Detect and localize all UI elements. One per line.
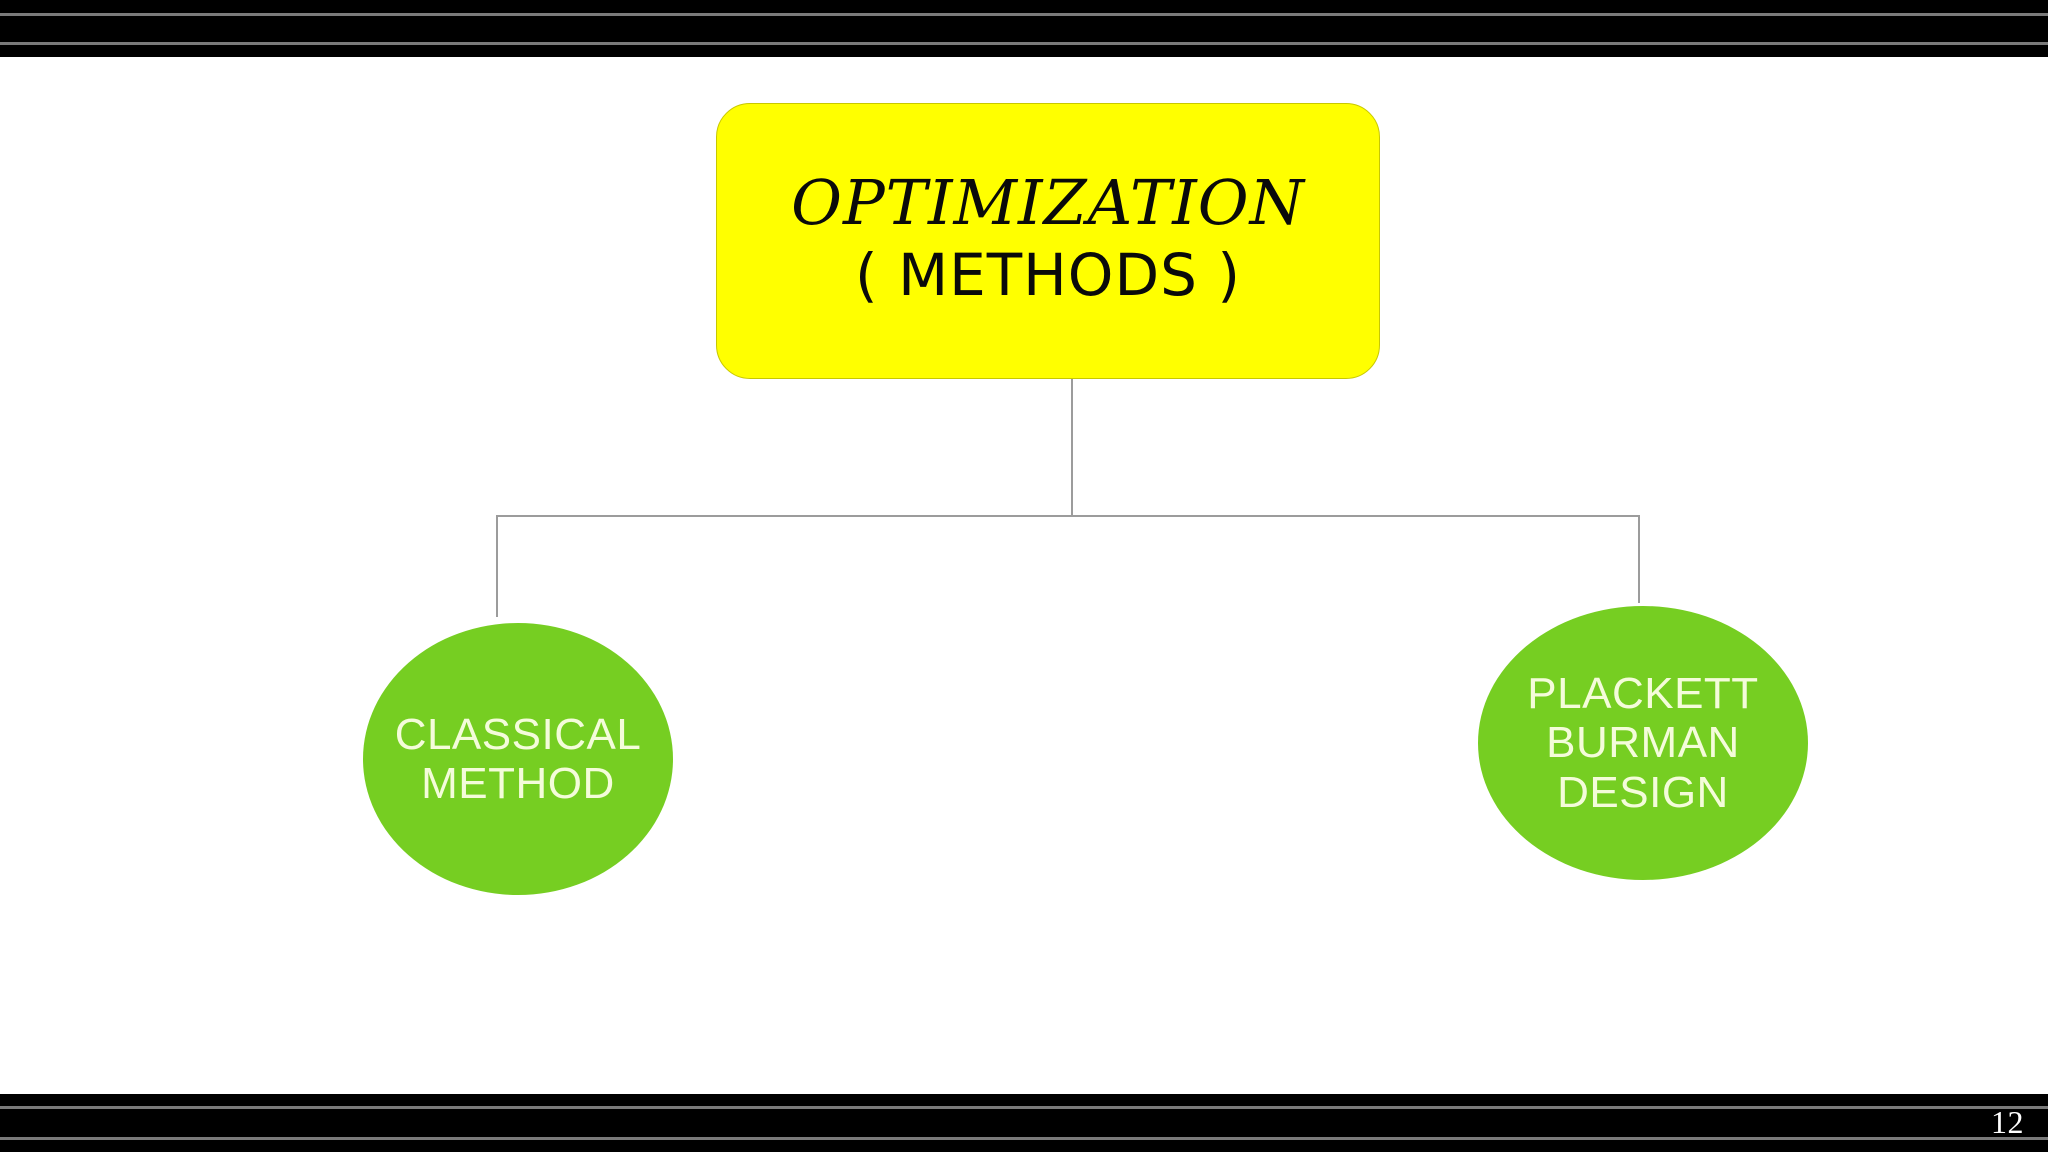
node-classical-line-1: CLASSICAL [394,709,642,759]
node-classical-method: CLASSICAL METHOD [363,623,673,895]
top-rule-lower [0,42,2048,45]
bottom-rule-lower [0,1137,2048,1140]
node-classical-line-2: METHOD [421,759,615,808]
connector-drop-right [1638,515,1640,603]
top-rule-upper [0,13,2048,16]
bottom-band-outer [0,1140,2048,1152]
node-plackett-burman-design-label: PLACKETT BURMAN DESIGN [1513,669,1772,817]
top-band-inner [0,45,2048,57]
connector-stem-vertical [1071,378,1073,517]
node-plackett-line-1: PLACKETT [1527,669,1759,719]
title-primary-text: OPTIMIZATION [791,166,1305,240]
connector-drop-left [496,515,498,617]
bottom-rule-upper [0,1106,2048,1109]
bottom-band-inner [0,1094,2048,1106]
title-secondary-text: ( METHODS ) [855,241,1241,310]
node-classical-method-label: CLASSICAL METHOD [381,710,656,809]
node-plackett-line-2: BURMAN [1546,718,1740,768]
top-band-middle [0,16,2048,42]
top-band-outer [0,0,2048,13]
bottom-band-middle [0,1109,2048,1137]
node-plackett-line-3: DESIGN [1557,767,1729,817]
connector-horizontal-bar [496,515,1640,517]
page-number: 12 [1991,1104,2024,1140]
title-card: OPTIMIZATION ( METHODS ) [716,103,1380,379]
node-plackett-burman-design: PLACKETT BURMAN DESIGN [1478,606,1808,880]
